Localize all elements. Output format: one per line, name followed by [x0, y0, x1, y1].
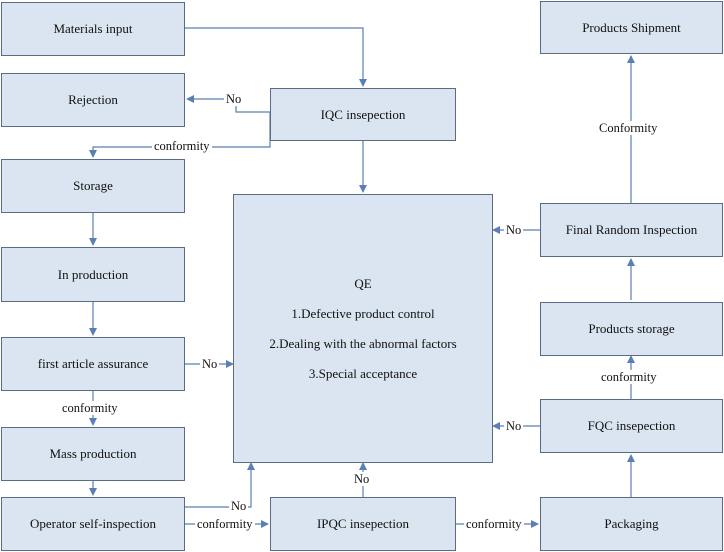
final-random-inspection-box: Final Random Inspection — [540, 203, 723, 257]
packaging-box: Packaging — [540, 497, 723, 551]
qe-item-1: 1.Defective product control — [291, 305, 435, 321]
qe-box: QE 1.Defective product control 2.Dealing… — [233, 194, 493, 463]
label-conformity-products-storage: conformity — [599, 370, 659, 384]
in-production-box: In production — [1, 247, 185, 302]
label-conformity-ipqc: conformity — [464, 517, 524, 531]
fqc-inspection-box: FQC insepection — [540, 399, 723, 453]
mass-production-box: Mass production — [1, 427, 185, 481]
label-conformity-storage: conformity — [152, 139, 212, 153]
label-conformity-mass: conformity — [60, 401, 120, 415]
label-conformity-shipment: Conformity — [597, 121, 660, 135]
storage-box: Storage — [1, 159, 185, 213]
operator-self-inspection-box: Operator self-inspection — [1, 497, 185, 551]
arrow-materials-to-iqc — [185, 27, 367, 87]
iqc-inspection-box: IQC insepection — [270, 88, 456, 141]
products-storage-box: Products storage — [540, 302, 723, 356]
arrow-operator-to-qe — [185, 462, 255, 508]
qe-item-2: 2.Dealing with the abnormal factors — [269, 335, 457, 351]
ipqc-inspection-box: IPQC insepection — [270, 497, 456, 551]
materials-input-box: Materials input — [1, 2, 185, 56]
qe-title: QE — [354, 275, 372, 291]
rejection-box: Rejection — [1, 73, 185, 127]
products-shipment-box: Products Shipment — [540, 1, 723, 54]
label-no-rejection: No — [224, 92, 244, 106]
label-conformity-operator: conformity — [195, 517, 255, 531]
label-no-ipqc: No — [352, 472, 372, 486]
qe-item-3: 3.Special acceptance — [308, 365, 418, 381]
label-no-first-article: No — [200, 357, 220, 371]
first-article-box: first article assurance — [1, 337, 185, 391]
label-no-operator: No — [229, 499, 249, 513]
label-no-fqc: No — [504, 419, 524, 433]
label-no-final: No — [504, 223, 524, 237]
